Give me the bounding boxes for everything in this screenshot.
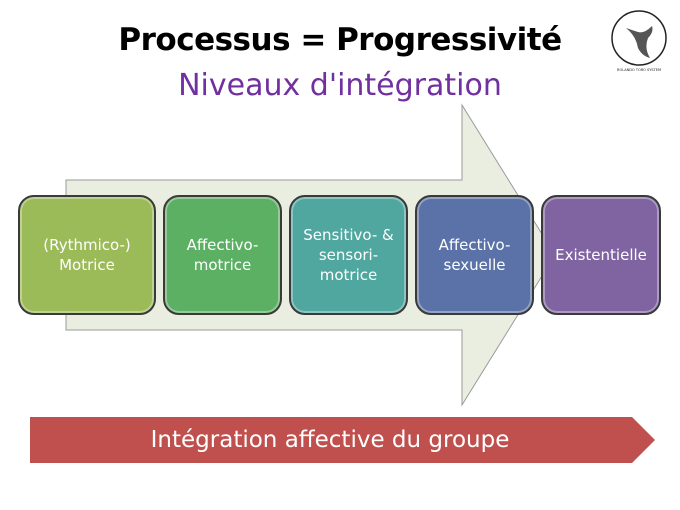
biodanza-logo: ROLANDO TORO SYSTEM [611, 10, 667, 72]
stage-existentielle: Existentielle [541, 195, 661, 315]
stage-affectivo-motrice: Affectivo-motrice [163, 195, 282, 315]
group-integration-label: Intégration affective du groupe [150, 427, 510, 453]
group-integration-arrow [30, 417, 655, 463]
slide-subtitle: Niveaux d'intégration [178, 68, 502, 103]
stage-sensitivo-sensori-motrice: Sensitivo- & sensori-motrice [289, 195, 408, 315]
svg-text:ROLANDO TORO SYSTEM: ROLANDO TORO SYSTEM [617, 68, 661, 72]
stage-affectivo-sexuelle: Affectivo-sexuelle [415, 195, 534, 315]
stage-rythmico-motrice: (Rythmico-) Motrice [18, 195, 156, 315]
slide-title: Processus = Progressivité [118, 22, 562, 58]
